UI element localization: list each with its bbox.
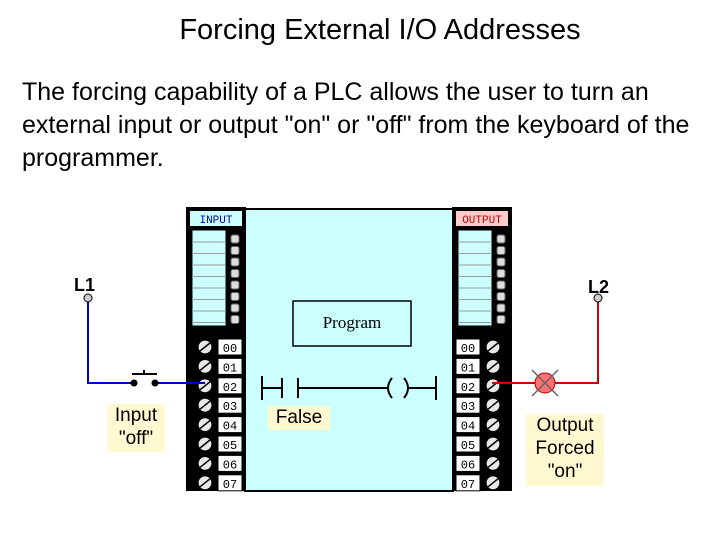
output-terminal-screw-slot — [487, 361, 499, 371]
output-terminal-screw-slot — [487, 420, 499, 430]
input-terminal-number-box — [217, 338, 243, 356]
input-terminal-number: 07 — [223, 478, 237, 492]
output-terminal-number-box — [455, 357, 481, 375]
lamp-ray — [531, 369, 559, 397]
output-terminal-number-box — [455, 474, 481, 492]
output-terminal-number: 07 — [461, 478, 475, 492]
input-indicator-strip — [191, 229, 227, 327]
output-module-label: OUTPUT — [462, 215, 502, 227]
input-terminal-number: 01 — [223, 361, 237, 375]
output-terminal-number: 01 — [461, 361, 475, 375]
output-terminal-screw-slot — [487, 478, 499, 488]
output-status-led — [496, 234, 506, 244]
input-terminal-number: 06 — [223, 458, 237, 472]
output-status-led — [496, 292, 506, 301]
input-terminal-screw-slot — [199, 381, 211, 391]
output-terminal-number-box — [455, 416, 481, 434]
input-terminal-screw-slot — [199, 439, 211, 449]
output-status-led — [496, 280, 506, 290]
input-terminal-number: 05 — [223, 439, 237, 453]
output-indicator-strip — [457, 229, 493, 327]
l1-terminal — [83, 293, 93, 303]
slide-title: Forcing External I/O Addresses — [179, 14, 581, 46]
plc-body — [244, 208, 454, 492]
input-terminal-number: 03 — [223, 400, 237, 414]
output-terminal-number: 04 — [461, 420, 475, 434]
l1-wire — [87, 299, 132, 384]
input-status-led — [230, 280, 240, 290]
output-module-label-box — [456, 211, 508, 226]
input-terminal-screw-slot — [199, 361, 211, 371]
output-terminal-screw-slot — [487, 458, 499, 468]
input-terminal-number-box — [217, 396, 243, 414]
l1-circuit — [83, 293, 205, 387]
output-terminal-number: 00 — [461, 342, 475, 356]
output-status-led — [496, 315, 506, 324]
output-status-led — [496, 257, 506, 267]
output-terminal-number: 02 — [461, 381, 475, 395]
output-terminal-number-box — [455, 435, 481, 453]
input-module-label: INPUT — [199, 215, 232, 227]
output-terminal-number-box — [455, 377, 481, 395]
input-terminal-number-box — [217, 357, 243, 375]
output-terminal-number-box — [455, 454, 481, 472]
output-state-label: Output Forced "on" — [526, 414, 604, 486]
program-label: Program — [323, 313, 382, 332]
l1-label: L1 — [74, 275, 95, 295]
input-terminal-number: 02 — [223, 381, 237, 395]
output-terminal-number: 06 — [461, 458, 475, 472]
input-terminal-number-box — [217, 377, 243, 395]
input-terminal-number-box — [217, 474, 243, 492]
input-terminal-number-box — [217, 454, 243, 472]
output-terminal-number: 03 — [461, 400, 475, 414]
input-status-led — [230, 315, 240, 324]
output-terminal-screw-slot — [487, 342, 499, 352]
input-module-label-box — [190, 211, 242, 226]
input-terminal-number-box — [217, 435, 243, 453]
input-status-led — [230, 303, 240, 313]
output-status-led — [496, 246, 506, 255]
input-terminal-screw-slot — [199, 478, 211, 488]
input-status-led — [230, 269, 240, 278]
output-terminal-number: 05 — [461, 439, 475, 453]
output-terminal-number-box — [455, 338, 481, 356]
switch-contact-right — [151, 379, 159, 387]
input-terminal-number: 04 — [223, 420, 237, 434]
output-status-led — [496, 303, 506, 313]
input-status-led — [230, 234, 240, 244]
input-terminal-screw-slot — [199, 400, 211, 410]
output-terminal-number-box — [455, 396, 481, 414]
output-terminal-screw-slot — [487, 439, 499, 449]
program-box — [292, 300, 412, 347]
input-state-label: Input "off" — [107, 404, 165, 452]
switch-contact-left — [130, 379, 138, 387]
output-terminal-screw-slot — [487, 400, 499, 410]
l2-wire — [555, 299, 599, 384]
input-terminal-screw-slot — [199, 420, 211, 430]
slide-body-text: The forcing capability of a PLC allows t… — [22, 78, 690, 172]
ladder-rung — [261, 376, 437, 400]
input-terminal-screw-slot — [199, 458, 211, 468]
l2-terminal — [593, 293, 603, 303]
input-terminal-screw-slot — [199, 342, 211, 352]
input-status-led — [230, 246, 240, 255]
input-terminal-number-box — [217, 416, 243, 434]
input-status-led — [230, 292, 240, 301]
l2-circuit — [492, 293, 603, 397]
input-module: INPUT — [186, 207, 246, 331]
input-terminal-number: 00 — [223, 342, 237, 356]
rung-state-label: False — [268, 406, 330, 430]
output-module: OUTPUT — [452, 207, 512, 331]
l2-label: L2 — [588, 277, 609, 297]
input-status-led — [230, 257, 240, 267]
output-status-led — [496, 269, 506, 278]
